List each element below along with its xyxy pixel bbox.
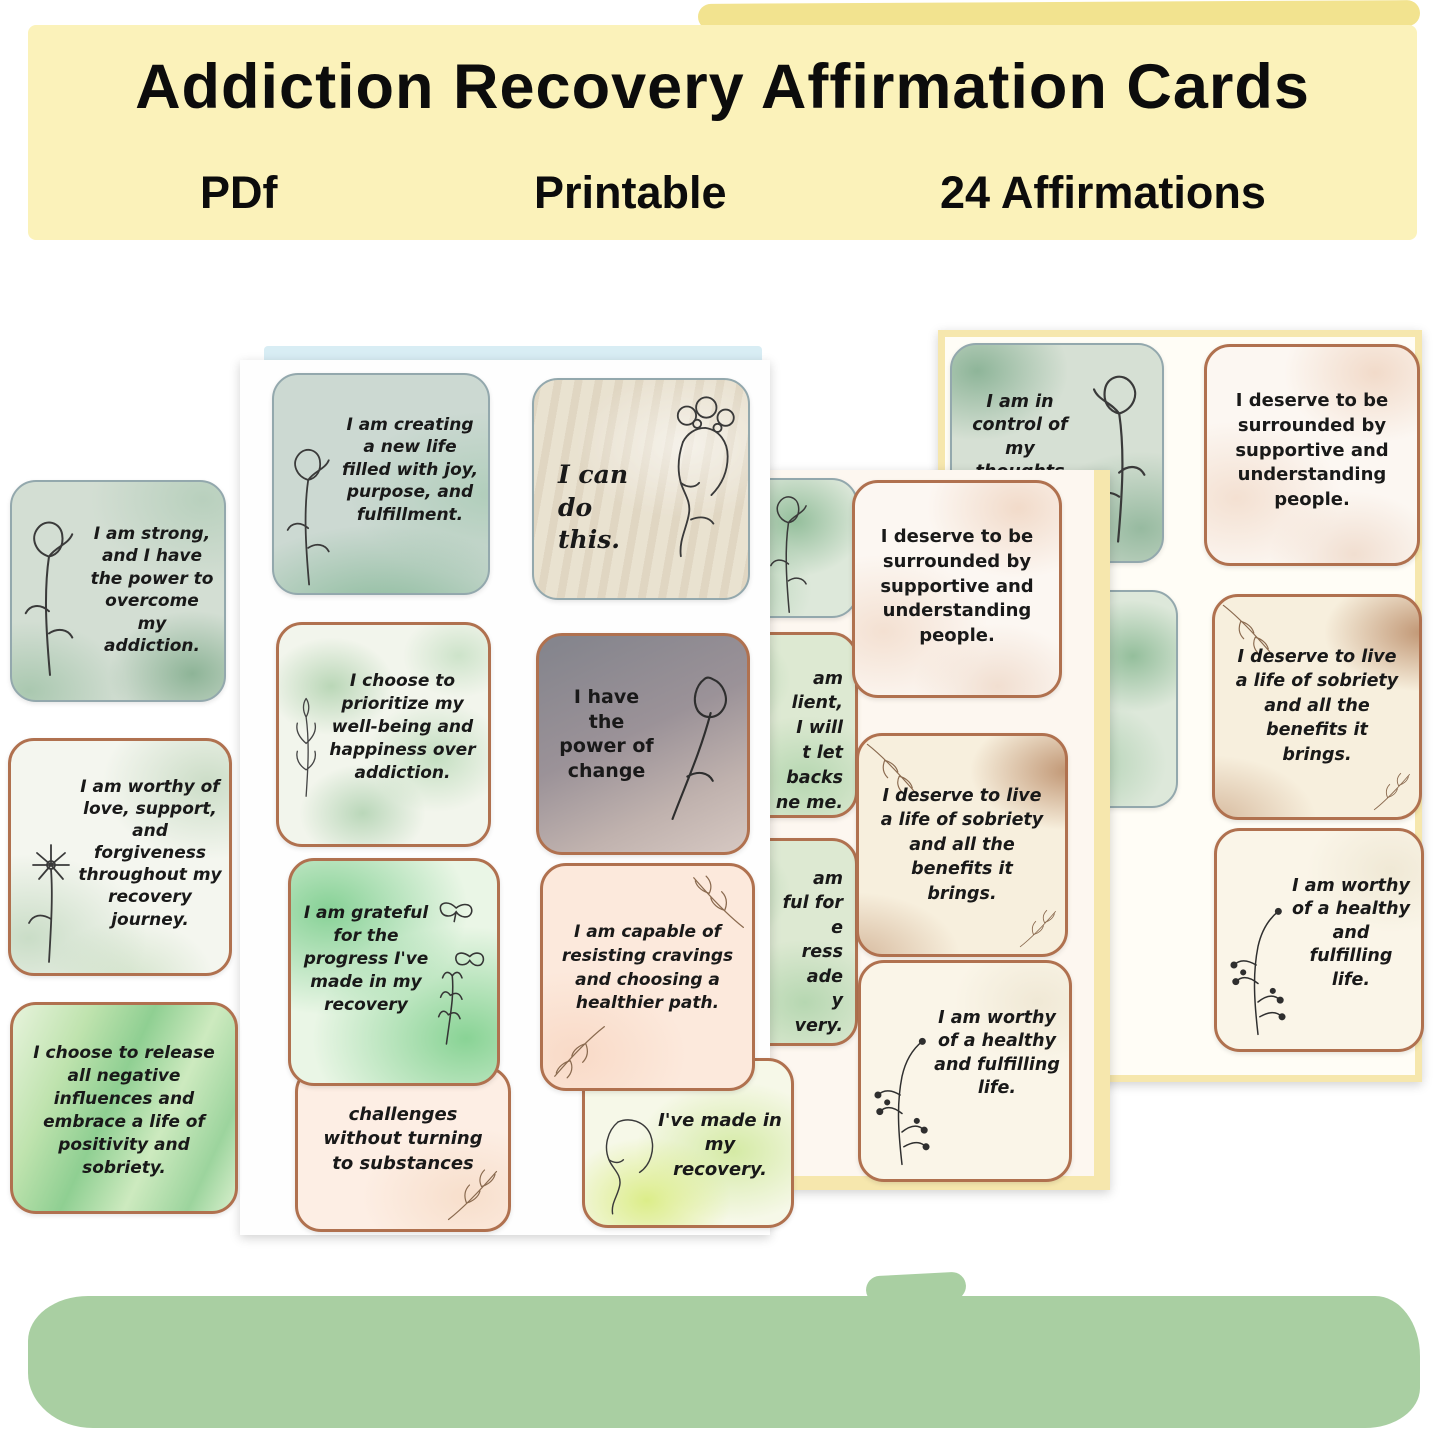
- affirmation-text-fragment: challenges without turning to substances: [323, 1104, 483, 1174]
- leaf-sprig-line-art-icon: [1017, 906, 1061, 950]
- butterfly-line-art-icon: [427, 893, 495, 1055]
- affirmation-text-fragment: I've made in my recovery.: [658, 1110, 782, 1180]
- affirmation-card-sobriety: I deserve to live a life of sobriety and…: [1212, 594, 1422, 820]
- affirmation-count-label: 24 Affirmations: [940, 167, 1266, 218]
- berry-branch-line-art-icon: [865, 1019, 939, 1171]
- affirmation-card-strong: I am strong, and I have the power to ove…: [10, 480, 226, 702]
- berry-branch-line-art-icon: [1221, 889, 1295, 1041]
- affirmation-card-capable: I am capable of resisting cravings and c…: [540, 863, 755, 1091]
- affirmation-card-sobriety: I deserve to live a life of sobriety and…: [856, 733, 1068, 957]
- affirmation-card-grateful: I am grateful for the progress I've made…: [288, 858, 500, 1086]
- affirmation-card-worthy-love: I am worthy of love, support, and forgiv…: [8, 738, 232, 976]
- plant-sprig-line-art-icon: [285, 669, 329, 809]
- affirmation-text: I deserve to live a life of sobriety and…: [880, 785, 1044, 904]
- affirmation-card-surrounded: I deserve to be surrounded by supportive…: [852, 480, 1062, 698]
- affirmation-text: I deserve to live a life of sobriety and…: [1235, 646, 1399, 765]
- affirmation-text: I am grateful for the progress I've made…: [303, 903, 429, 1015]
- affirmation-text: I deserve to be surrounded by supportive…: [880, 526, 1034, 647]
- affirmation-text: I am strong, and I have the power to ove…: [90, 524, 214, 657]
- leaf-sprig-line-art-icon: [1371, 769, 1415, 813]
- printable-label: Printable: [534, 167, 727, 218]
- affirmation-card-can-do: I can do this.: [532, 378, 750, 600]
- affirmation-card-prioritize: I choose to prioritize my well-being and…: [276, 622, 491, 847]
- affirmation-text: I am worthy of a healthy and fulfilling …: [934, 1007, 1060, 1099]
- flower-line-art-icon: [276, 437, 344, 589]
- title-banner: Addiction Recovery Affirmation Cards PDf…: [28, 25, 1417, 240]
- pdf-label: PDf: [200, 167, 278, 218]
- tulip-line-art-icon: [651, 658, 747, 838]
- affirmation-card-surrounded: I deserve to be surrounded by supportive…: [1204, 344, 1420, 566]
- leaf-sprig-line-art-icon: [547, 1022, 609, 1084]
- affirmation-text: I am capable of resisting cravings and c…: [561, 922, 734, 1014]
- affirmation-text-fragment: am ful for e ress ade y very.: [782, 868, 843, 1036]
- face-line-art-icon: [591, 1111, 663, 1223]
- affirmation-card-healthy-life: I am worthy of a healthy and fulfilling …: [1214, 828, 1424, 1052]
- affirmation-text: I am worthy of a healthy and fulfilling …: [1292, 875, 1410, 991]
- affirmation-card-new-life: I am creating a new life filled with joy…: [272, 373, 490, 595]
- affirmation-text: I choose to release all negative influen…: [33, 1043, 215, 1178]
- affirmation-card-healthy-life: I am worthy of a healthy and fulfilling …: [858, 960, 1072, 1182]
- dandelion-line-art-icon: [21, 817, 85, 967]
- green-brush-stroke-bottom: [28, 1296, 1420, 1428]
- affirmation-card-power-of-change: I have the power of change: [536, 633, 750, 855]
- affirmation-text-fragment: am lient, I will t let backs ne me.: [775, 668, 843, 813]
- affirmation-card-challenges-partial: challenges without turning to substances: [295, 1066, 511, 1232]
- affirmation-text: I am creating a new life filled with joy…: [341, 415, 479, 525]
- woman-flowers-line-art-icon: [634, 386, 746, 596]
- affirmation-text: I deserve to be surrounded by supportive…: [1235, 390, 1389, 511]
- affirmation-text: I have the power of change: [559, 686, 654, 783]
- affirmation-card-release-negative: I choose to release all negative influen…: [10, 1002, 238, 1214]
- product-title: Addiction Recovery Affirmation Cards: [135, 52, 1310, 122]
- affirmation-text: I choose to prioritize my well-being and…: [329, 671, 476, 783]
- affirmation-text: I can do this.: [558, 460, 628, 554]
- flower-line-art-icon: [14, 508, 88, 680]
- subtitle-row: PDf Printable 24 Affirmations: [28, 167, 1417, 227]
- affirmation-text: I am worthy of love, support, and forgiv…: [78, 777, 222, 930]
